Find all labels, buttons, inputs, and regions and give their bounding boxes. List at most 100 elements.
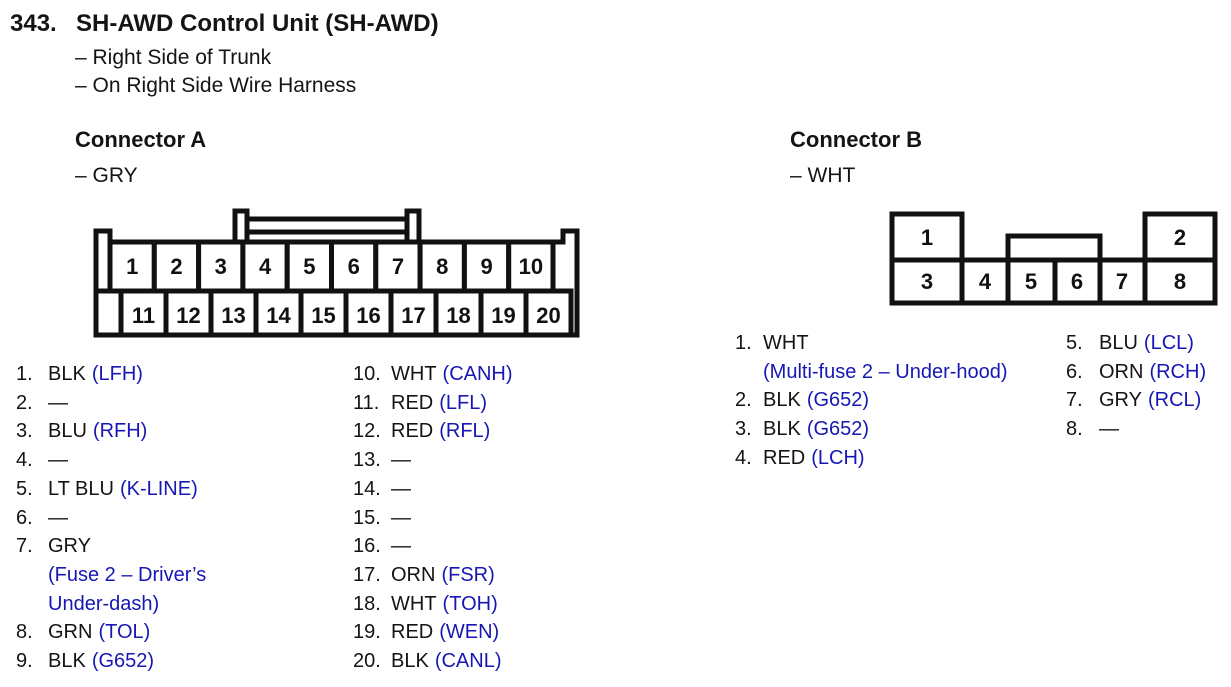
pin-text: ORN(RCH) (1099, 358, 1206, 387)
cavity-8 (1142, 257, 1218, 306)
wire-color: GRY (1099, 389, 1142, 412)
pin-text: GRY (Fuse 2 – Driver’s Under-dash) (48, 532, 206, 618)
wire-color: WHT (763, 332, 809, 354)
wire-color: — (48, 506, 68, 529)
cavity-number: 13 (221, 303, 245, 328)
wire-color: BLK (763, 389, 801, 412)
cavity-number: 9 (480, 254, 492, 279)
cavity-18 (433, 288, 484, 338)
pin-number: 20. (353, 650, 381, 673)
wire-color: BLU (1099, 332, 1138, 354)
pin-row: 12. RED(RFL) (353, 417, 513, 446)
cavity-number: 2 (1174, 225, 1186, 250)
pin-text: WHT(TOH) (391, 590, 498, 619)
signal-name: (Fuse 2 – Driver’s (48, 563, 207, 586)
wire-color: — (1099, 418, 1119, 441)
signal-name: (TOL) (98, 621, 151, 644)
wire-color: — (391, 477, 411, 500)
pin-text: GRN(TOL) (48, 618, 150, 647)
cavity-number: 20 (536, 303, 560, 328)
signal-name: (RCL) (1147, 389, 1202, 412)
page-header: 343. SH-AWD Control Unit (SH-AWD) (10, 10, 439, 38)
pin-text: BLK(G652) (48, 647, 154, 676)
keying-tab (1005, 233, 1103, 263)
pin-number: 5. (1066, 332, 1083, 354)
pin-text: — (48, 504, 68, 533)
cavity-number: 8 (436, 254, 448, 279)
pin-row: 17. ORN(FSR) (353, 561, 513, 590)
connector-b-heading: Connector B (790, 127, 922, 152)
pin-number: 16. (353, 535, 381, 558)
cavity-number: 1 (126, 254, 138, 279)
pin-number: 18. (353, 592, 381, 615)
pin-number: 3. (735, 418, 752, 441)
pin-row: 18. WHT(TOH) (353, 590, 513, 619)
pin-text: BLK(G652) (763, 386, 869, 415)
signal-name: (CANH) (442, 363, 513, 385)
connector-a-diagram: 1 2 3 4 5 6 7 8 9 10 11 12 13 14 15 16 1… (93, 208, 580, 338)
cavity-number: 14 (266, 303, 291, 328)
pin-text: BLK(CANL) (391, 647, 501, 676)
pin-row: 2. BLK(G652) (735, 386, 1008, 415)
pin-row: 4. — (16, 446, 206, 475)
pin-row: 16. — (353, 532, 513, 561)
pin-row: 19. RED(WEN) (353, 618, 513, 647)
connector-a-heading: Connector A (75, 127, 207, 152)
cavity-blank (93, 288, 124, 338)
wire-color: RED (391, 621, 434, 644)
cavity-number: 6 (1071, 269, 1083, 294)
cavity-6 (329, 239, 379, 294)
pin-number: 14. (353, 477, 381, 500)
signal-name: (G652) (806, 389, 870, 412)
pin-number: 9. (16, 650, 33, 673)
connector-a-color-note: – GRY (75, 164, 138, 187)
pin-row: 5. BLU(LCL) (1066, 329, 1206, 358)
connector-a-pin-list-left: 1. BLK(LFH) 2. — 3. BLU(RFH) 4. — 5. LT … (16, 360, 206, 676)
cavity-number: 19 (491, 303, 515, 328)
pin-row: 6. ORN(RCH) (1066, 358, 1206, 387)
signal-name: (RCH) (1149, 360, 1207, 383)
wire-color: — (391, 535, 411, 558)
wire-color: ORN (391, 563, 436, 586)
pin-row: 7. GRY (Fuse 2 – Driver’s Under-dash) (16, 532, 206, 618)
pin-number: 8. (16, 621, 33, 644)
wire-color: BLU (48, 420, 87, 443)
pin-row: 1. WHT (Multi-fuse 2 – Under-hood) (735, 329, 1008, 386)
signal-name: (LCH) (811, 446, 865, 469)
pin-row: 3. BLK(G652) (735, 415, 1008, 444)
pin-number: 12. (353, 420, 381, 443)
pin-text: ORN(FSR) (391, 561, 495, 590)
cavity-number: 6 (348, 254, 360, 279)
cavity-number: 5 (303, 254, 315, 279)
pin-row: 6. — (16, 504, 206, 533)
cavity-number: 4 (259, 254, 272, 279)
pin-row: 7. GRY(RCL) (1066, 386, 1206, 415)
pin-number: 6. (1066, 360, 1083, 383)
cavity-19 (478, 288, 529, 338)
cavity-number: 8 (1174, 269, 1186, 294)
location-line-1: – Right Side of Trunk (75, 46, 272, 69)
wire-color: BLK (48, 650, 86, 673)
wire-color: GRY (48, 535, 91, 558)
signal-name: (RFL) (439, 420, 491, 443)
cavity-1 (889, 211, 965, 263)
pin-text: RED(LFL) (391, 389, 487, 418)
cavity-17 (388, 288, 439, 338)
cavity-number: 15 (311, 303, 335, 328)
pin-row: 13. — (353, 446, 513, 475)
pin-number: 10. (353, 363, 381, 385)
wire-color: BLK (763, 418, 801, 441)
cavity-number: 7 (392, 254, 404, 279)
cavity-2 (1142, 211, 1218, 263)
pin-number: 17. (353, 563, 381, 586)
pin-row: 14. — (353, 475, 513, 504)
latch-bar (238, 216, 416, 235)
pin-text: — (48, 446, 68, 475)
pin-text: RED(RFL) (391, 417, 490, 446)
pin-text: BLU(LCL) (1099, 329, 1194, 358)
wire-color: ORN (1099, 360, 1144, 383)
location-notes: – Right Side of Trunk – On Right Side Wi… (75, 44, 356, 100)
wire-color: — (48, 449, 68, 472)
wire-color: BLK (391, 650, 429, 673)
signal-name: (LFL) (439, 391, 488, 414)
